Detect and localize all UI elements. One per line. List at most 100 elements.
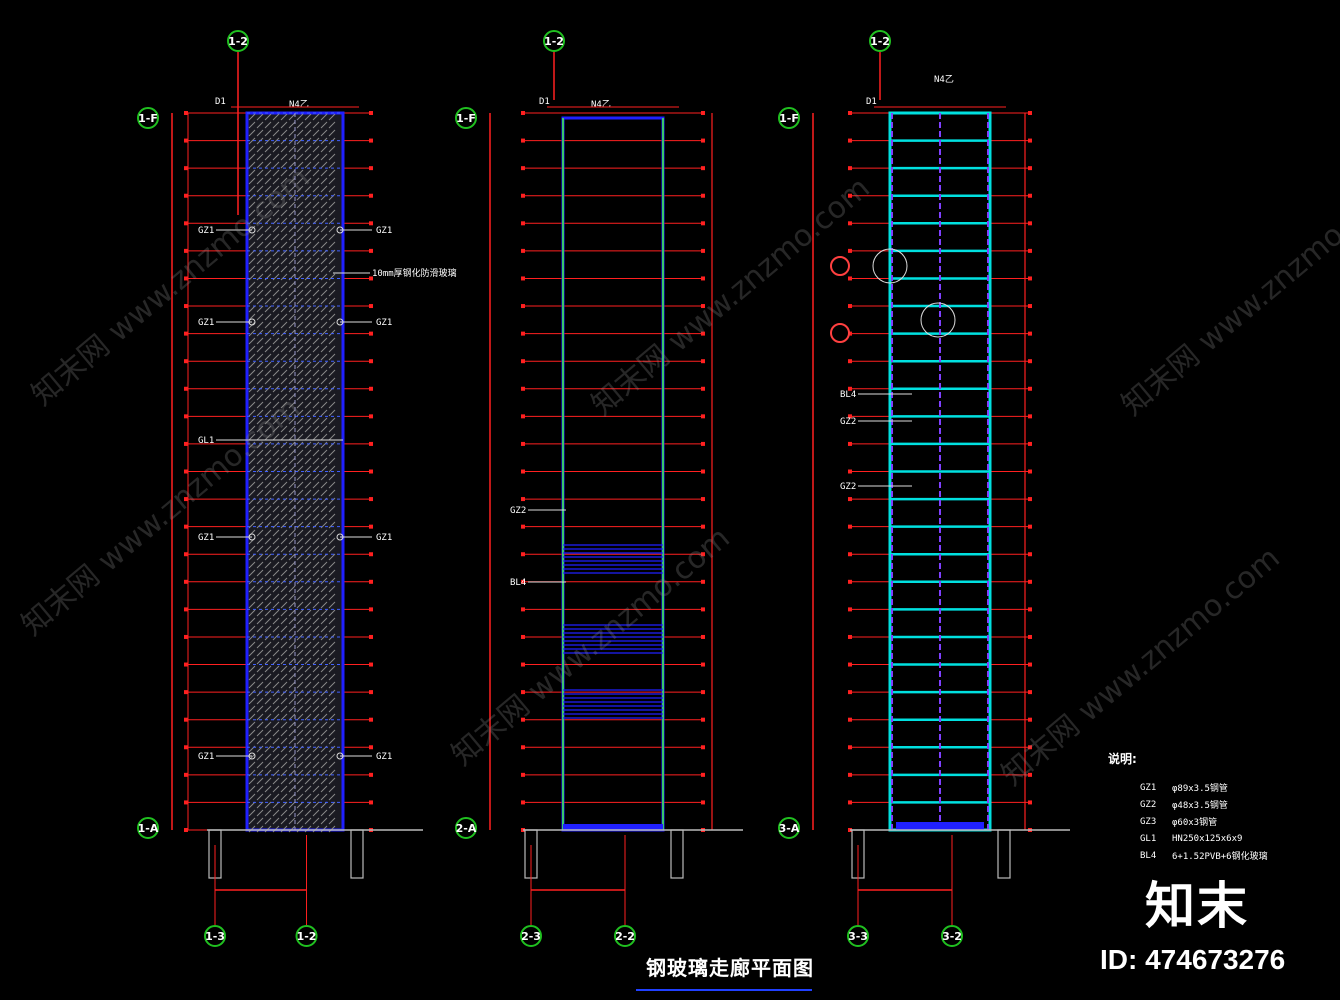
- hatch-stroke: [272, 449, 280, 457]
- hatch-stroke: [312, 817, 320, 825]
- hatch-stroke: [328, 289, 336, 297]
- hatch-stroke: [272, 705, 280, 713]
- hatch-stroke: [256, 369, 264, 377]
- hatch-stroke: [296, 393, 304, 401]
- tick-mark: [848, 111, 852, 115]
- hatch-stroke: [248, 121, 256, 129]
- hatch-stroke: [256, 185, 264, 193]
- hatch-stroke: [256, 673, 264, 681]
- hatch-stroke: [264, 201, 272, 209]
- hatch-stroke: [288, 441, 296, 449]
- hatch-stroke: [256, 609, 264, 617]
- header-tag: D1: [539, 97, 550, 107]
- hatch-stroke: [256, 377, 264, 385]
- hatch-stroke: [296, 585, 304, 593]
- tick-mark: [521, 800, 525, 805]
- hatch-stroke: [288, 265, 296, 273]
- hatch-stroke: [328, 185, 336, 193]
- hatch-stroke: [264, 545, 272, 553]
- hatch-stroke: [264, 345, 272, 353]
- hatch-stroke: [272, 169, 280, 177]
- hatch-stroke: [256, 297, 264, 305]
- hatch-stroke: [328, 673, 336, 681]
- legend-text: 6+1.52PVB+6钢化玻璃: [1172, 852, 1268, 862]
- annotation-label: GZ1: [198, 533, 214, 543]
- hatch-stroke: [320, 473, 328, 481]
- hatch-stroke: [272, 233, 280, 241]
- hatch-stroke: [320, 161, 328, 169]
- hatch-stroke: [296, 681, 304, 689]
- annotation-label: GL1: [198, 436, 214, 446]
- hatch-stroke: [304, 569, 312, 577]
- hatch-stroke: [248, 241, 256, 249]
- hatch-stroke: [256, 785, 264, 793]
- hatch-stroke: [256, 361, 264, 369]
- hatch-stroke: [264, 289, 272, 297]
- hatch-stroke: [272, 601, 280, 609]
- tick-mark: [521, 552, 525, 557]
- hatch-stroke: [272, 257, 280, 265]
- hatch-stroke: [288, 145, 296, 153]
- hatch-stroke: [264, 425, 272, 433]
- hatch-stroke: [288, 601, 296, 609]
- hatch-stroke: [248, 633, 256, 641]
- hatch-stroke: [320, 561, 328, 569]
- hatch-stroke: [328, 529, 336, 537]
- hatch-stroke: [288, 449, 296, 457]
- tick-mark: [369, 579, 373, 584]
- hatch-stroke: [264, 305, 272, 313]
- tick-mark: [184, 359, 188, 364]
- hatch-stroke: [288, 393, 296, 401]
- hatch-stroke: [248, 233, 256, 241]
- hatch-stroke: [248, 513, 256, 521]
- hatch-stroke: [256, 449, 264, 457]
- header-tag: D1: [215, 97, 226, 107]
- hatch-stroke: [264, 705, 272, 713]
- tick-mark: [521, 579, 525, 584]
- hatch-stroke: [312, 481, 320, 489]
- hatch-stroke: [272, 193, 280, 201]
- hatch-stroke: [296, 761, 304, 769]
- hatch-stroke: [304, 601, 312, 609]
- hatch-stroke: [264, 273, 272, 281]
- tick-mark: [184, 607, 188, 612]
- hatch-stroke: [312, 745, 320, 753]
- hatch-stroke: [280, 369, 288, 377]
- hatch-stroke: [312, 569, 320, 577]
- hatch-stroke: [304, 505, 312, 513]
- hatch-stroke: [264, 377, 272, 385]
- hatch-stroke: [328, 113, 336, 121]
- hatch-stroke: [320, 809, 328, 817]
- hatch-stroke: [272, 569, 280, 577]
- hatch-stroke: [288, 809, 296, 817]
- hatch-stroke: [296, 561, 304, 569]
- tick-mark: [521, 111, 525, 115]
- hatch-stroke: [272, 137, 280, 145]
- hatch-stroke: [296, 729, 304, 737]
- hatch-stroke: [264, 649, 272, 657]
- tick-mark: [184, 552, 188, 557]
- hatch-stroke: [272, 617, 280, 625]
- hatch-stroke: [248, 577, 256, 585]
- hatch-stroke: [272, 681, 280, 689]
- hatch-stroke: [280, 353, 288, 361]
- hatch-stroke: [248, 129, 256, 137]
- hatch-stroke: [288, 569, 296, 577]
- tick-mark: [848, 690, 852, 695]
- hatch-stroke: [256, 329, 264, 337]
- column-stub: [997, 829, 1011, 879]
- hatch-stroke: [248, 441, 256, 449]
- hatch-stroke: [320, 593, 328, 601]
- hatch-stroke: [312, 305, 320, 313]
- tick-mark: [1028, 469, 1032, 474]
- hatch-stroke: [312, 721, 320, 729]
- tick-mark: [369, 469, 373, 474]
- tick-mark: [848, 579, 852, 584]
- hatch-stroke: [304, 785, 312, 793]
- hatch-stroke: [280, 737, 288, 745]
- hatch-stroke: [272, 129, 280, 137]
- tick-mark: [848, 304, 852, 309]
- tick-mark: [184, 331, 188, 336]
- hatch-stroke: [248, 777, 256, 785]
